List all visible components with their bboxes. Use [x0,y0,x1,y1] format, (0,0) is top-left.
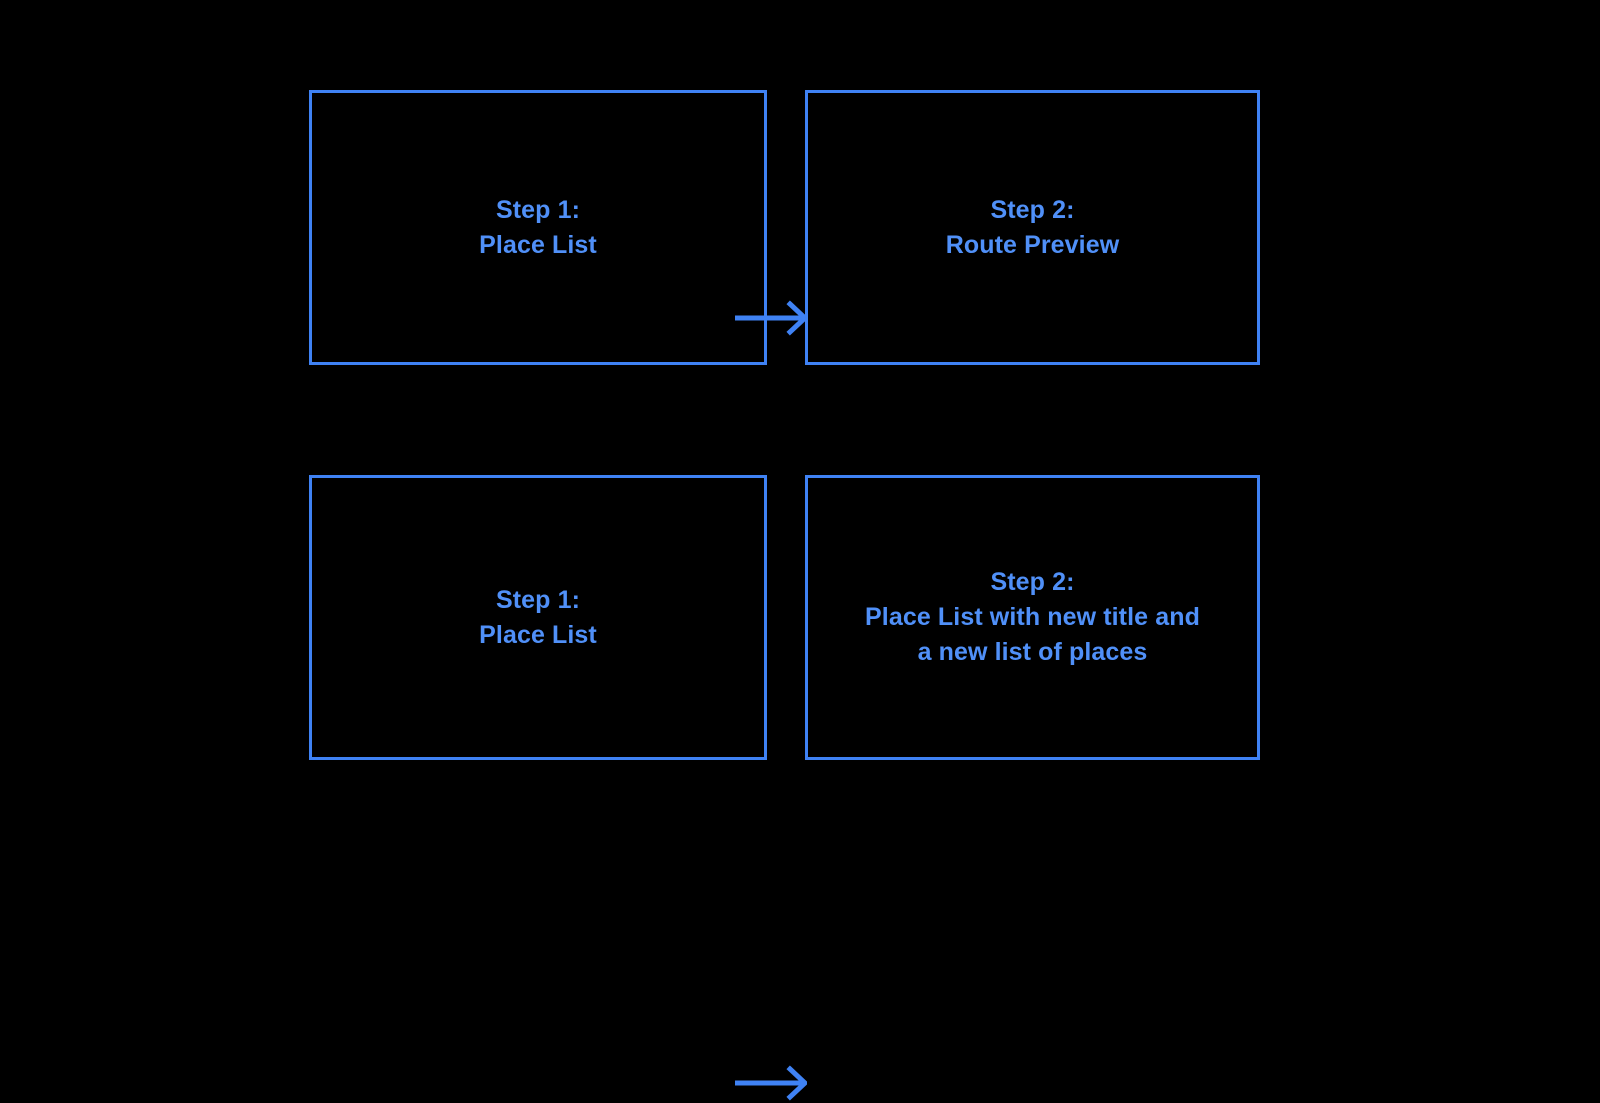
flow-row-place-list-update: Step 1: Place List Step 2: Place List wi… [0,475,1600,1101]
diagram-canvas: Step 1: Place List Step 2: Route Preview… [0,90,1600,1101]
step-box-label: Step 2: Route Preview [945,195,1120,259]
step-box-label: Step 1: Place List [479,195,597,259]
flow-row-route-preview: Step 1: Place List Step 2: Route Preview [0,90,1600,365]
step-box-row1-step2[interactable]: Step 2: Place List with new title and a … [805,475,1260,760]
step-box-row1-step1[interactable]: Step 1: Place List [309,475,767,760]
arrow-right-icon-row1 [735,1063,807,1103]
step-box-label: Step 1: Place List [479,585,597,649]
step-box-row0-step2[interactable]: Step 2: Route Preview [805,90,1260,365]
step-box-label: Step 2: Place List with new title and a … [865,568,1200,666]
arrow-right-glyph [735,1065,807,1101]
step-box-row0-step1[interactable]: Step 1: Place List [309,90,767,365]
